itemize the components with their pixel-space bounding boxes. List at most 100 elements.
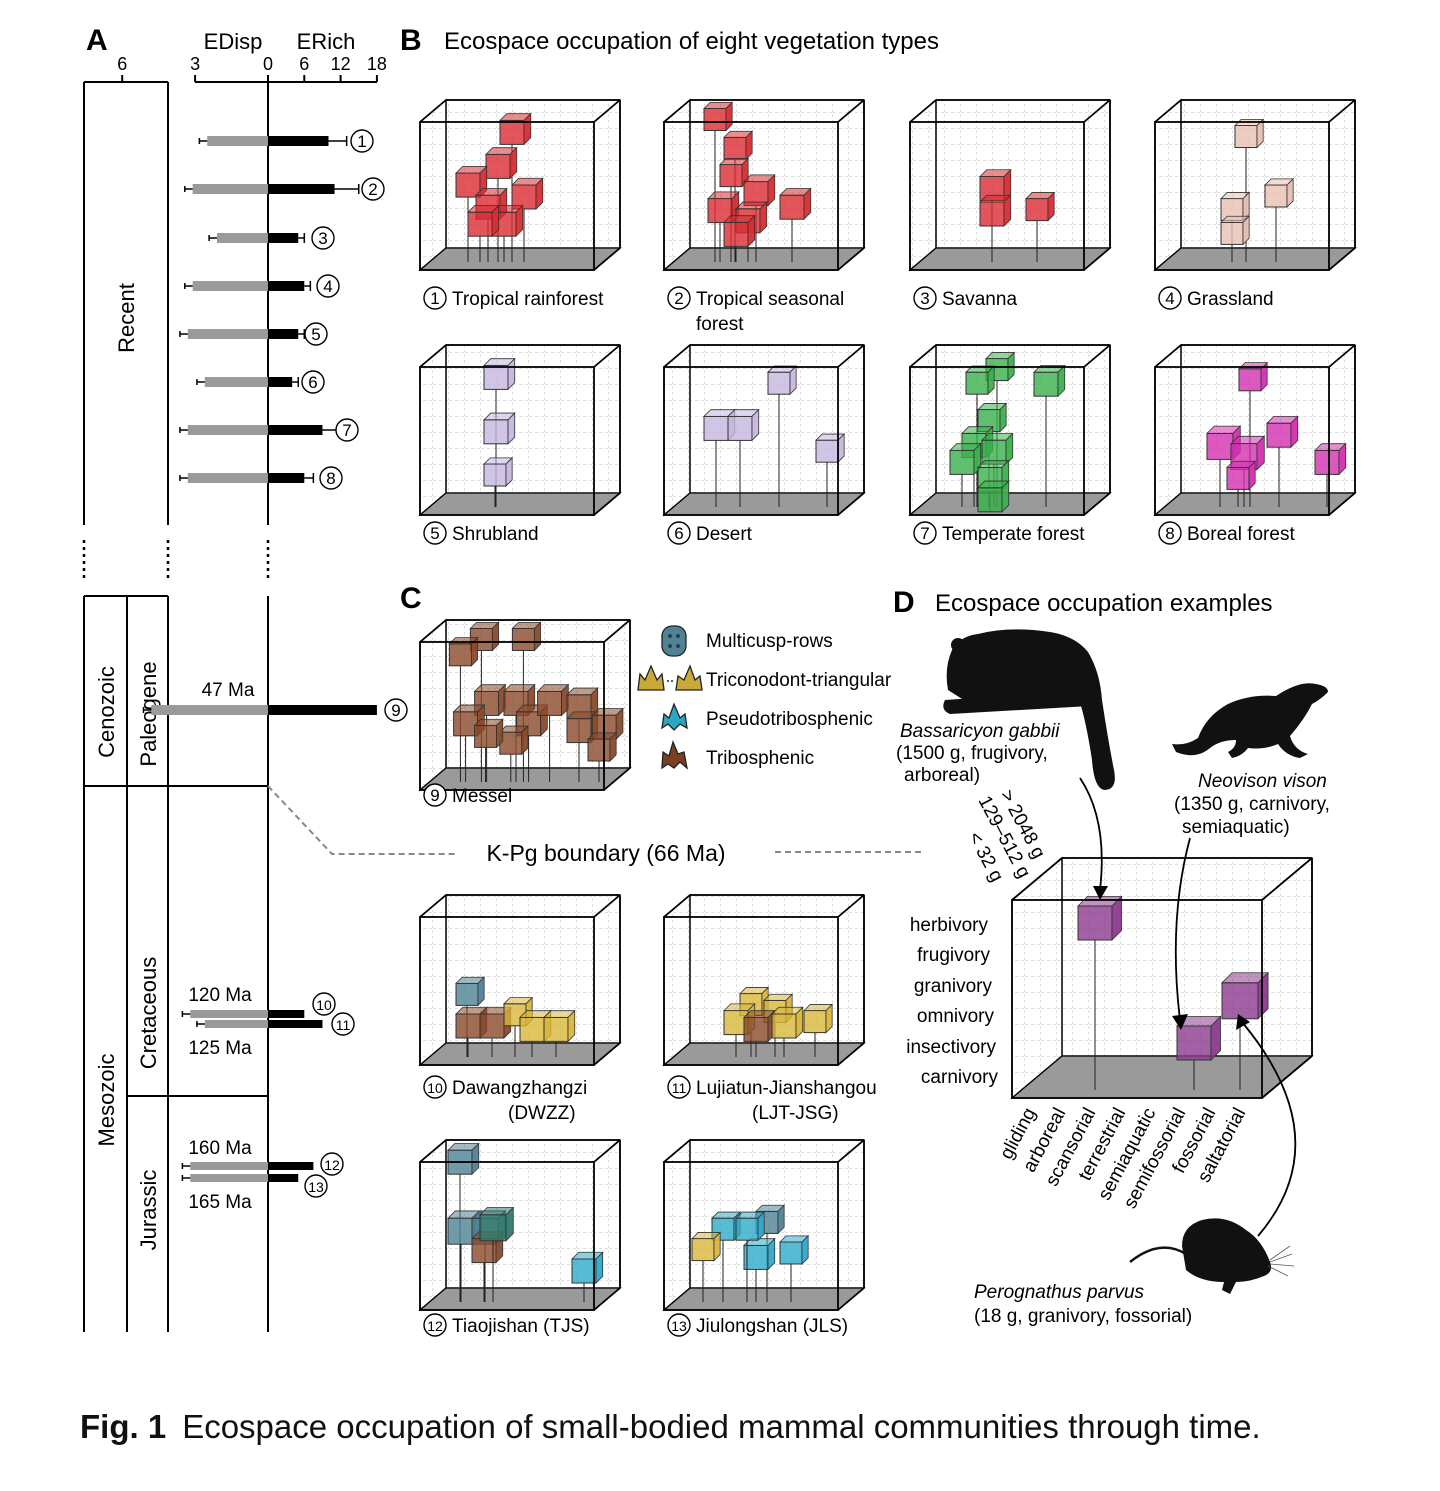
ecospace-cube [571,1258,597,1284]
cube-side [987,365,995,396]
bar-number-circle [304,322,328,346]
box-edge [1328,247,1356,271]
caption-label: Fig. 1 [80,1408,167,1445]
box-edge [663,894,691,918]
cube-side [1256,435,1265,471]
bar-number-label: 3 [318,229,327,248]
ecospace-cube [1220,221,1244,245]
kpg-boundary-line [267,785,925,855]
ecospace-cube [723,136,747,160]
cube-side [767,173,776,207]
panel-b-title: Ecospace occupation of eight vegetation … [444,28,939,55]
cube-side [595,1251,604,1284]
box-edge [1083,99,1111,123]
erich-bar [268,1162,314,1170]
community-number: 10 [427,1080,443,1096]
species-arrows [1079,777,1297,1237]
bar-number-label: 10 [316,997,332,1013]
community-label: Boreal forest [1187,524,1295,545]
cube-side [1242,191,1250,222]
box-left-wall [1154,98,1182,272]
species-info-neovison-2: semiaquatic) [1182,817,1290,838]
community-number-circle [913,521,937,545]
ecospace-cube [735,1217,759,1241]
diet-axis-labels: herbivoryfrugivorygranivoryomnivoryinsec… [906,915,998,1088]
ecospace-cube [448,643,472,667]
community-label-line2: (LJT-JSG) [752,1103,839,1124]
community-label: Desert [696,524,753,545]
pocket-mouse-silhouette-icon [1129,1218,1295,1294]
timescale-jurassic: Jurassic [136,1170,161,1251]
erich-bar [268,136,329,146]
ecospace-cube [455,1013,481,1039]
ecospace-cube [447,1217,475,1245]
cube-side [496,718,504,749]
ecospace-cube [767,371,791,395]
box-back-wall [445,344,621,494]
ecospace-cube [1077,905,1113,941]
box-edge [593,247,621,271]
box-floor [418,1042,622,1066]
box-edge [419,99,447,123]
box-front-frame [663,916,839,1066]
bar-number-circle [350,129,374,153]
legend-label-triconodont: Triconodont-triangular [706,670,892,691]
bar-number-label: 8 [326,469,335,488]
box-edge [663,1139,691,1163]
community-label: Jiulongshan (JLS) [696,1316,848,1337]
cube-side [777,1204,785,1235]
box-edge [419,894,447,918]
age-125ma: 125 Ma [188,1038,252,1059]
box-floor [1010,1055,1314,1099]
box-edge [909,344,937,368]
edisp-bar [187,473,268,483]
cube-side [1290,415,1299,449]
community-number-circle [667,1075,691,1099]
box-edge [603,767,631,791]
box-floor [418,492,622,516]
bar-number-circle [320,1152,344,1176]
diet-label: carnivory [921,1067,999,1088]
ecospace-cube [467,211,493,237]
ecospace-cube [499,119,525,145]
ecospace-cube [779,194,805,220]
kpg-boundary-label: K-Pg boundary (66 Ma) [486,840,725,866]
edisp-bar [216,233,268,243]
erich-axis-label: ERich [297,29,356,54]
ecospace-cube [1033,371,1059,397]
box-floor [1153,492,1357,516]
community-label: Savanna [942,289,1017,310]
tick-label: 18 [367,54,387,74]
edisp-bar [190,1010,268,1018]
ecospace-cube [455,172,481,198]
ecospace-cube [949,449,975,475]
ecospace-cube [965,371,989,395]
community-label: Dawangzhangzi [452,1078,587,1099]
box-edge [593,894,621,918]
box-edge [593,1042,621,1066]
species-info-perognathus: (18 g, granivory, fossorial) [974,1306,1192,1327]
box-edge [837,1287,865,1311]
bar-number-label: 5 [311,325,320,344]
community-number: 8 [1165,524,1174,543]
community-number: 3 [920,289,929,308]
cube-side [1338,442,1347,476]
cube-side [759,201,768,234]
cube-side [803,187,812,221]
community-number-circle [423,783,447,807]
erich-bar [268,233,299,243]
ecospace-cube [723,221,749,247]
olingo-silhouette-icon [943,629,1115,790]
edisp-bar [192,184,268,194]
bar-number-circle [361,177,385,201]
box-left-wall [419,98,447,272]
box-edge [419,344,447,368]
bar-number-label: 11 [336,1017,351,1033]
ecospace-cube [703,415,729,441]
cube-side [509,146,518,180]
cube-side [471,1142,480,1176]
tick-label: 3 [190,54,200,74]
